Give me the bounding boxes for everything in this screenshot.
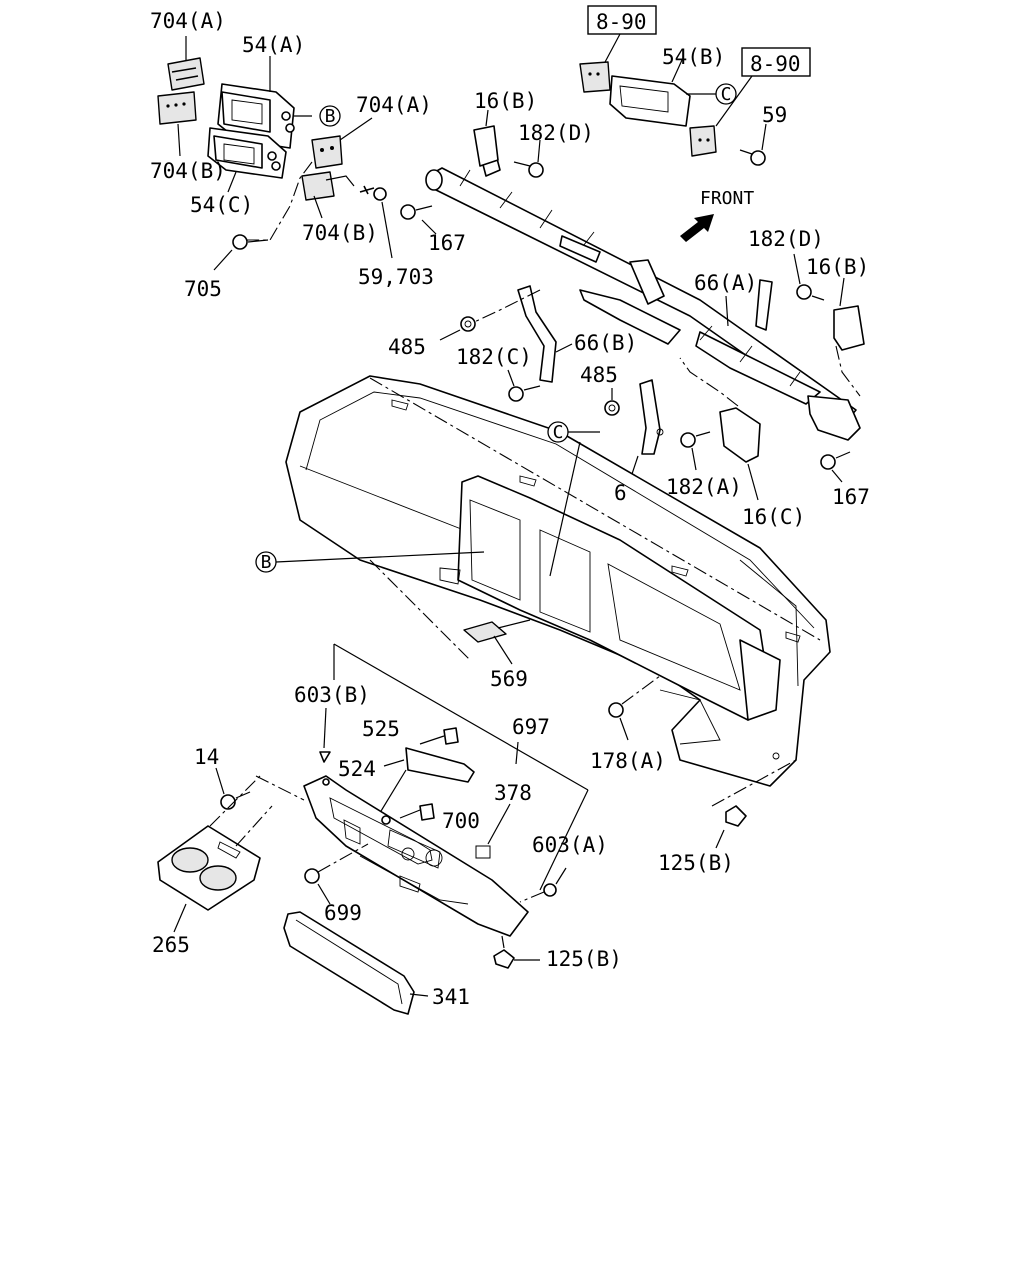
nut-485-mid bbox=[604, 388, 620, 416]
clip-603b bbox=[319, 707, 331, 763]
label-890-a: 8-90 bbox=[596, 10, 647, 34]
label-125b-right: 125(B) bbox=[658, 851, 734, 875]
label-699: 699 bbox=[324, 901, 362, 925]
box-54c bbox=[207, 127, 287, 193]
screw-14 bbox=[215, 767, 305, 810]
label-178a: 178(A) bbox=[590, 749, 666, 773]
label-524: 524 bbox=[338, 757, 376, 781]
stay-6 bbox=[629, 379, 664, 481]
box-54b bbox=[609, 59, 716, 127]
label-54c: 54(C) bbox=[190, 193, 253, 217]
label-16b-top: 16(B) bbox=[474, 89, 537, 113]
nut-178a bbox=[608, 675, 661, 741]
label-697: 697 bbox=[512, 715, 550, 739]
label-125b-bottom: 125(B) bbox=[546, 947, 622, 971]
label-54b: 54(B) bbox=[662, 45, 725, 69]
clip-125b-right bbox=[711, 759, 797, 849]
bolt-182d-right bbox=[793, 253, 825, 301]
front-arrow bbox=[680, 214, 714, 242]
nut-485-left bbox=[439, 316, 476, 341]
callout-c-top: C bbox=[715, 83, 737, 105]
label-167-top: 167 bbox=[428, 231, 466, 255]
label-front: FRONT bbox=[700, 188, 754, 209]
cup-holder-265 bbox=[157, 775, 273, 933]
labels: 704(A) 54(A) 704(A) 704(B) 54(C) 704(B) … bbox=[150, 9, 870, 1009]
bracket-890-left bbox=[579, 61, 611, 93]
label-704a-mid: 704(A) bbox=[356, 93, 432, 117]
label-341: 341 bbox=[432, 985, 470, 1009]
label-6: 6 bbox=[614, 481, 627, 505]
callout-c-mid: C bbox=[547, 421, 600, 577]
bracket-704a-top bbox=[167, 36, 205, 91]
box-890-a bbox=[587, 5, 657, 65]
svg-text:C: C bbox=[553, 422, 564, 443]
label-182d-right: 182(D) bbox=[748, 227, 824, 251]
label-66a: 66(A) bbox=[694, 271, 757, 295]
label-59-703: 59,703 bbox=[358, 265, 434, 289]
bolt-182d-top bbox=[513, 139, 544, 178]
bolt-182a bbox=[680, 431, 711, 471]
label-704b-mid: 704(B) bbox=[302, 221, 378, 245]
label-59: 59 bbox=[762, 103, 787, 127]
cluster-outline bbox=[333, 643, 589, 891]
label-485-left: 485 bbox=[388, 335, 426, 359]
label-182a: 182(A) bbox=[666, 475, 742, 499]
label-16b-right: 16(B) bbox=[806, 255, 869, 279]
svg-text:B: B bbox=[325, 106, 336, 127]
cross-beam bbox=[425, 131, 861, 441]
label-182c: 182(C) bbox=[456, 345, 532, 369]
label-167-right: 167 bbox=[832, 485, 870, 509]
clip-603a bbox=[519, 867, 567, 903]
lid-341 bbox=[283, 911, 429, 1015]
clip-125b-bottom bbox=[493, 935, 540, 969]
screw-59-703 bbox=[359, 185, 393, 259]
label-890-b: 8-90 bbox=[750, 52, 801, 76]
label-182d-top: 182(D) bbox=[518, 121, 594, 145]
screw-700 bbox=[399, 803, 435, 821]
label-14: 14 bbox=[194, 745, 219, 769]
label-66b: 66(B) bbox=[574, 331, 637, 355]
leader-66a bbox=[725, 295, 729, 327]
bracket-704a-mid bbox=[311, 117, 373, 169]
bracket-16b-top bbox=[473, 109, 499, 167]
bracket-16b-right bbox=[833, 277, 865, 397]
label-704a-top: 704(A) bbox=[150, 9, 226, 33]
callout-b-mid: B bbox=[255, 551, 485, 573]
svg-text:C: C bbox=[721, 84, 732, 105]
label-485-mid: 485 bbox=[580, 363, 618, 387]
bracket-704b-left bbox=[157, 91, 197, 157]
label-378: 378 bbox=[494, 781, 532, 805]
clip-699 bbox=[304, 843, 369, 905]
label-525: 525 bbox=[362, 717, 400, 741]
part-524 bbox=[377, 747, 475, 817]
svg-text:B: B bbox=[261, 552, 272, 573]
label-700: 700 bbox=[442, 809, 480, 833]
screw-59 bbox=[739, 123, 767, 166]
label-378 bbox=[475, 741, 519, 859]
bolt-167-top bbox=[400, 204, 437, 235]
label-54a: 54(A) bbox=[242, 33, 305, 57]
panel-697 bbox=[303, 775, 529, 937]
dashboard-panel bbox=[285, 375, 831, 787]
callout-b-top: B bbox=[319, 105, 341, 127]
label-603a: 603(A) bbox=[532, 833, 608, 857]
bracket-704b-mid bbox=[246, 161, 355, 241]
screw-705 bbox=[213, 234, 269, 271]
stay-66b bbox=[469, 285, 573, 383]
clip-569 bbox=[463, 619, 531, 665]
box-890-b bbox=[715, 47, 811, 127]
bracket-890-right bbox=[689, 125, 717, 157]
screw-525 bbox=[419, 727, 459, 745]
bolt-182c bbox=[507, 369, 541, 402]
bolt-167-right bbox=[820, 451, 851, 483]
label-704b-left: 704(B) bbox=[150, 159, 226, 183]
label-603b: 603(B) bbox=[294, 683, 370, 707]
label-16c: 16(C) bbox=[742, 505, 805, 529]
bracket-16c bbox=[679, 357, 761, 501]
label-265: 265 bbox=[152, 933, 190, 957]
label-705: 705 bbox=[184, 277, 222, 301]
fasteners-54 bbox=[267, 111, 312, 171]
label-569: 569 bbox=[490, 667, 528, 691]
